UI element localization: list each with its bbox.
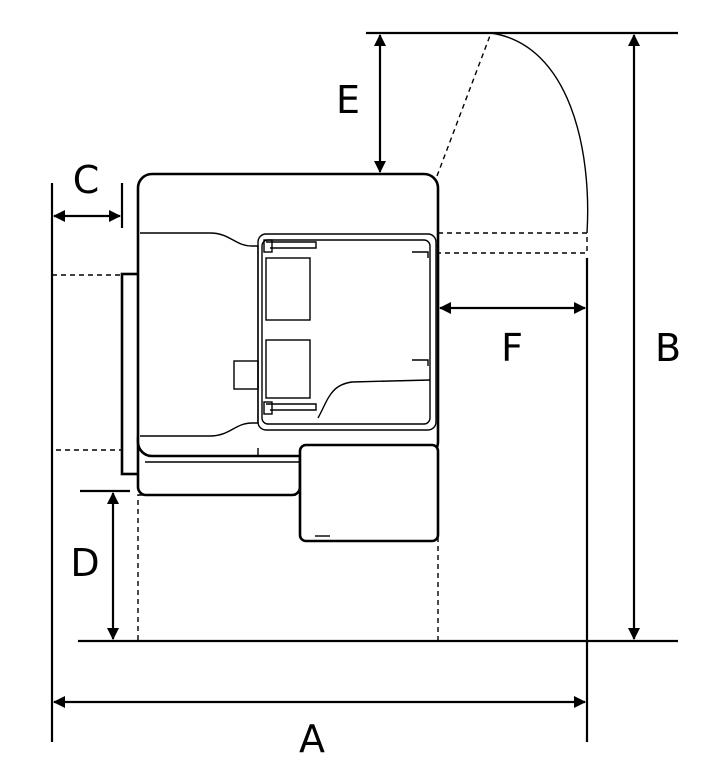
dimension-arrows bbox=[53, 34, 640, 708]
guide-clip-bottom bbox=[263, 401, 273, 415]
paper-tray-inner bbox=[261, 239, 431, 425]
paper-guide-top bbox=[266, 241, 317, 249]
cover-open-arc bbox=[490, 32, 589, 234]
tray-edge-mark-top bbox=[412, 251, 429, 258]
label-a: A bbox=[299, 717, 325, 761]
tray-tab bbox=[233, 360, 259, 390]
printer-top-view bbox=[120, 172, 440, 543]
paper-tray-frame bbox=[257, 233, 437, 431]
printer-main-body bbox=[136, 172, 440, 458]
label-f: F bbox=[501, 326, 523, 370]
cover-open-dashed-line bbox=[436, 32, 492, 177]
paper-cassette bbox=[298, 443, 440, 543]
rear-clearance-area bbox=[51, 274, 123, 451]
output-tray-curve bbox=[317, 379, 431, 419]
label-d: D bbox=[70, 541, 99, 585]
front-clearance-area bbox=[137, 494, 439, 642]
label-b: B bbox=[655, 326, 681, 370]
label-c: C bbox=[73, 158, 100, 202]
dimension-labels: A B C D E F bbox=[70, 78, 681, 761]
guide-clip-top bbox=[263, 239, 273, 253]
paper-output-clearance-area bbox=[437, 232, 588, 254]
paper-slot-lower bbox=[265, 339, 311, 399]
paper-guide-bottom bbox=[266, 403, 317, 411]
tray-edge-mark-bottom bbox=[412, 359, 429, 366]
paper-slot-upper bbox=[265, 257, 311, 321]
label-e: E bbox=[336, 78, 360, 122]
